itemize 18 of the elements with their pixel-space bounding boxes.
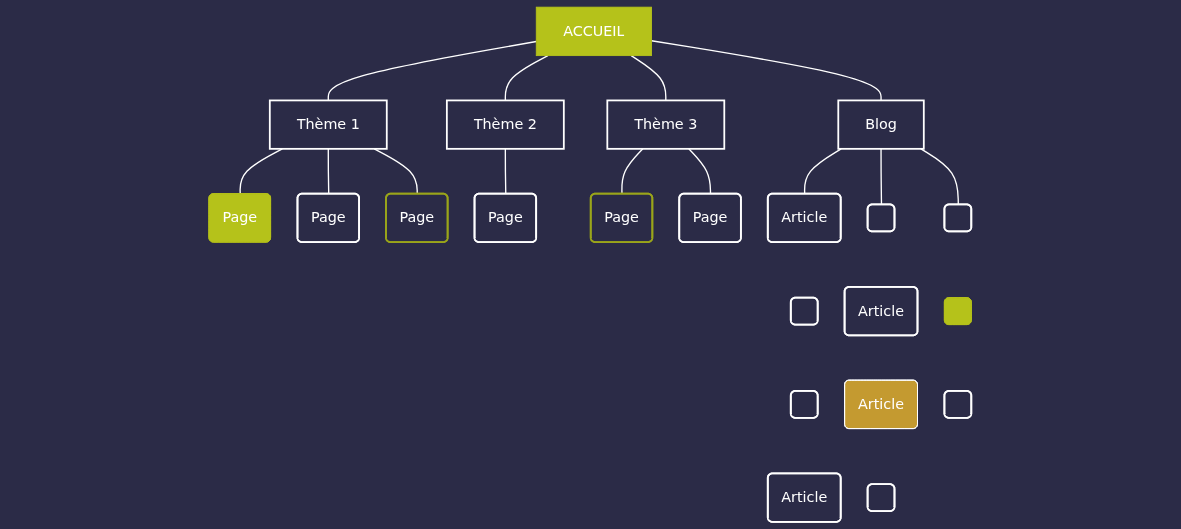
connector [920, 148, 960, 206]
connector [239, 148, 284, 195]
node-box: Blog [837, 99, 926, 150]
node-box: Thème 1 [269, 99, 389, 150]
connector [804, 148, 843, 195]
connector [328, 40, 538, 102]
connector [373, 148, 419, 195]
connector [880, 148, 883, 206]
connector [688, 148, 712, 195]
node-box: ACCUEIL [536, 6, 653, 57]
node-box: Thème 2 [446, 99, 566, 150]
connector [505, 148, 507, 195]
connector [328, 148, 330, 195]
connector [621, 148, 644, 195]
connector [651, 40, 883, 102]
node-box: Thème 3 [606, 99, 726, 150]
connector [630, 54, 667, 102]
connector [505, 54, 549, 102]
